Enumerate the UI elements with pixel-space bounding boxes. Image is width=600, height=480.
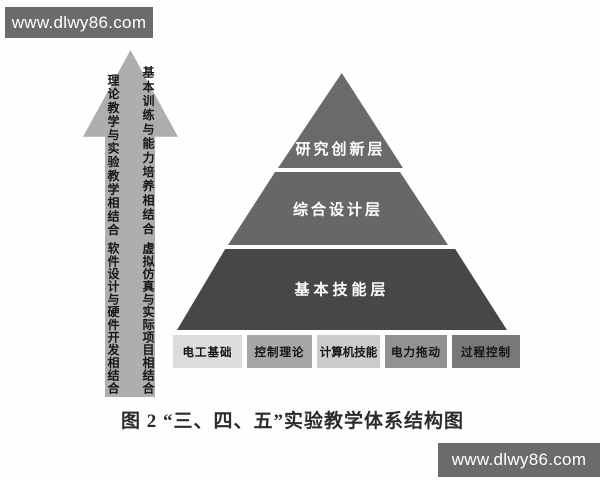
course-box-control-theory: 控制理论 [247, 335, 312, 368]
arrow-text-basic-training: 基本训练与能力培养相结合 [141, 66, 155, 237]
watermark-top-left: www.dlwy86.com [5, 7, 153, 38]
course-box-electric-drive: 电力拖动 [385, 335, 447, 368]
pyramid-layer-research-innovation: 研究创新层 [278, 73, 403, 168]
arrow-text-theory-teaching: 理论教学与实验教学相结合 [106, 74, 120, 238]
course-box-electrical-fundamentals: 电工基础 [173, 335, 242, 368]
up-arrow-shape [83, 50, 178, 397]
arrow-text-software-design: 软件设计与硬件开发相结合 [106, 242, 120, 395]
figure-caption: 图 2 “三、四、五”实验教学体系结构图 [120, 411, 464, 432]
arrow-text-virtual-simulation: 虚拟仿真与实际项目相结合 [141, 242, 155, 395]
pyramid-layer-comprehensive-design: 综合设计层 [228, 172, 448, 245]
course-box-computer-skills: 计算机技能 [317, 335, 380, 368]
pyramid-layer-label: 基本技能层 [294, 281, 390, 298]
watermark-bottom-right: www.dlwy86.com [438, 443, 600, 477]
pyramid-layer-label: 综合设计层 [292, 202, 383, 218]
pyramid-layer-basic-skills: 基本技能层 [177, 249, 507, 330]
course-box-process-control: 过程控制 [452, 335, 520, 368]
pyramid-layer-label: 研究创新层 [295, 142, 386, 158]
